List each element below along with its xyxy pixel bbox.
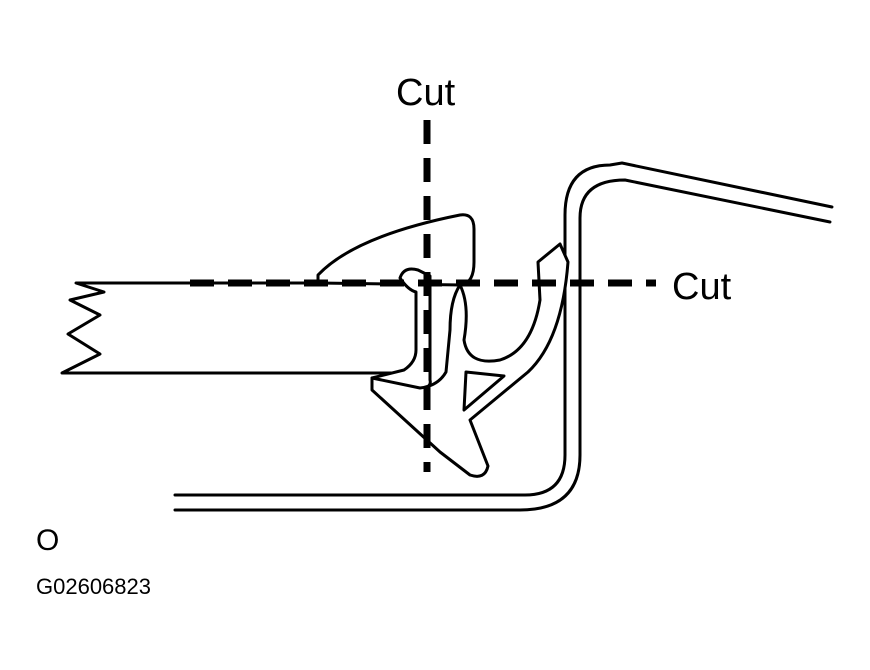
seal-inner-triangle [462,370,506,412]
glass-panel [60,281,422,375]
seal-channel [370,242,570,478]
figure-id: G02606823 [36,574,151,599]
corner-mark: O [36,524,59,557]
seal-upper-lip [316,213,476,287]
cut-label-horizontal: Cut [672,266,732,308]
cut-label-vertical: Cut [396,72,456,114]
body-panel-outer [173,161,834,497]
body-panel-inner [173,178,832,512]
